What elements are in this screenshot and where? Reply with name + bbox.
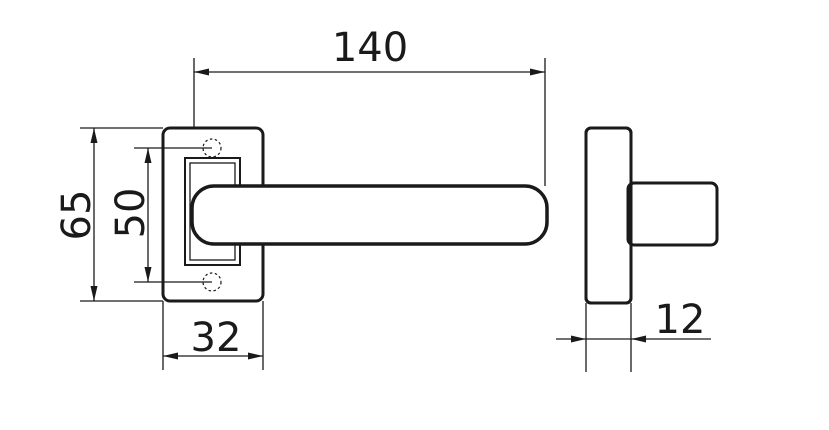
arrow-right [530,68,545,76]
dimension-label-65: 65 [54,190,100,241]
dimension-140: 140 [193,25,546,186]
dimension-label-12: 12 [655,297,706,343]
arrow-bottom [90,286,98,301]
front-view [161,126,549,303]
side-rose-plate-front [584,126,633,305]
screw-hole-bottom [202,272,222,292]
dimension-12: 12 [556,297,711,372]
arrow-right [248,352,263,360]
dimension-label-140: 140 [332,25,408,71]
arrow-top [144,148,152,163]
dimension-50: 50 [108,147,212,283]
dimension-32: 32 [162,301,264,370]
arrow-right [571,335,586,343]
dimension-label-32: 32 [191,315,242,361]
side-rose-plate [584,126,633,305]
side-view [584,126,719,305]
screw-hole-top [202,138,222,158]
lever-arm [190,184,549,246]
dimension-65: 65 [54,127,163,302]
arrow-left [163,352,178,360]
dimension-label-50: 50 [108,188,154,239]
arrow-left [631,335,646,343]
side-lever-shaft [626,181,719,247]
arrow-top [90,128,98,143]
arrow-left [194,68,209,76]
arrow-bottom [144,267,152,282]
